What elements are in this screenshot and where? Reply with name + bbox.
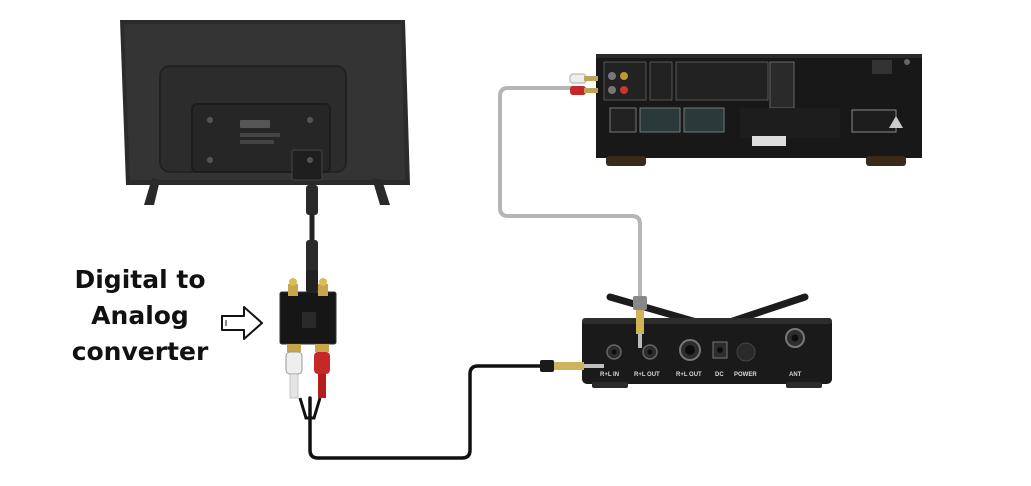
- label-rl-in: R+L IN: [600, 372, 619, 378]
- mini-jack-plug-in: [540, 360, 604, 372]
- pointer-arrow-icon: [221, 306, 263, 340]
- label-power: POWER: [734, 372, 757, 378]
- tv-rear: [120, 20, 410, 205]
- caption-line-1: Digital to: [74, 265, 206, 294]
- label-rl-out-mini: R+L OUT: [634, 372, 660, 378]
- grey-audio-cable: [498, 86, 642, 300]
- label-dc: DC: [715, 372, 724, 378]
- black-audio-cable: [308, 364, 554, 460]
- label-rl-out-jack: R+L OUT: [676, 372, 702, 378]
- label-ant: ANT: [789, 372, 802, 378]
- wireless-receiver: R+L IN R+L OUT R+L OUT DC POWER ANT: [582, 293, 832, 388]
- converter-caption: Digital to Analog converter: [60, 262, 220, 370]
- caption-line-3: converter: [71, 337, 209, 366]
- av-receiver-rear: [569, 54, 922, 166]
- mini-jack-plug-out: [633, 296, 647, 348]
- converter-rca-plugs: [285, 344, 330, 399]
- caption-line-2: Analog: [91, 301, 189, 330]
- dac-converter-box: [279, 270, 337, 345]
